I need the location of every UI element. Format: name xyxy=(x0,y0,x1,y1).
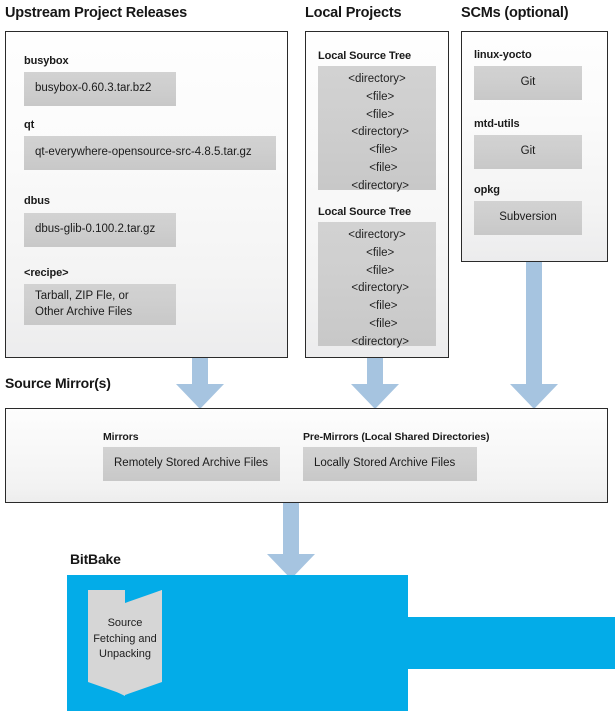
pre-mirrors-group-label: Pre-Mirrors (Local Shared Directories) xyxy=(303,431,490,443)
scm-value-opkg: Subversion xyxy=(474,201,582,235)
mirrors-group-label: Mirrors xyxy=(103,431,139,443)
tree-line: <file> xyxy=(356,300,398,313)
scm-value-mtd-utils: Git xyxy=(474,135,582,169)
tree-line: <directory> xyxy=(345,179,409,192)
source-mirrors-title: Source Mirror(s) xyxy=(5,375,111,391)
mirrors-value: Remotely Stored Archive Files xyxy=(103,447,280,481)
upstream-value-qt: qt-everywhere-opensource-src-4.8.5.tar.g… xyxy=(24,136,276,170)
tree-line: <file> xyxy=(359,246,395,259)
tree-line: <file> xyxy=(356,144,398,157)
arrow-local-projects-to-mirrors xyxy=(351,358,399,409)
pre-mirrors-value: Locally Stored Archive Files xyxy=(303,447,477,481)
tree-line: <file> xyxy=(359,90,395,103)
tree-line: <directory> xyxy=(348,73,406,85)
tree-line: <file> xyxy=(359,108,395,121)
arrow-upstream-to-mirrors xyxy=(176,358,224,409)
bitbake-task-label: Source Fetching and Unpacking xyxy=(93,617,157,661)
bitbake-title: BitBake xyxy=(70,551,121,567)
scm-value-linux-yocto: Git xyxy=(474,66,582,100)
scms-column-title: SCMs (optional) xyxy=(461,5,569,21)
upstream-value-recipe: Tarball, ZIP Fle, or Other Archive Files xyxy=(24,284,176,325)
local-source-tree-box-2: <directory> <file> <file> <directory> <f… xyxy=(318,222,436,348)
local-projects-column-title: Local Projects xyxy=(305,5,402,21)
upstream-group-label-qt: qt xyxy=(24,119,35,131)
upstream-group-label-busybox: busybox xyxy=(24,55,69,67)
tree-line: <file> xyxy=(356,318,398,331)
upstream-value-busybox: busybox-0.60.3.tar.bz2 xyxy=(24,72,176,106)
upstream-value-dbus: dbus-glib-0.100.2.tar.gz xyxy=(24,213,176,247)
local-source-tree-label-1: Local Source Tree xyxy=(318,50,412,62)
tree-line: <directory> xyxy=(348,229,406,241)
upstream-group-label-dbus: dbus xyxy=(24,195,50,207)
bitbake-task-chevron-shape xyxy=(88,590,162,695)
scm-group-label-mtd-utils: mtd-utils xyxy=(474,118,520,130)
upstream-group-label-recipe: <recipe> xyxy=(24,267,69,279)
tree-line: <file> xyxy=(356,162,398,175)
arrow-mirrors-to-bitbake xyxy=(267,503,315,579)
bitbake-block xyxy=(67,575,615,711)
upstream-column-title: Upstream Project Releases xyxy=(5,5,187,21)
tree-line: <directory> xyxy=(345,335,409,348)
scm-group-label-linux-yocto: linux-yocto xyxy=(474,49,532,61)
tree-line: <directory> xyxy=(345,282,409,295)
tree-line: <directory> xyxy=(345,126,409,139)
local-source-tree-box-1: <directory> <file> <file> <directory> <f… xyxy=(318,66,436,192)
tree-line: <file> xyxy=(359,264,395,277)
scm-group-label-opkg: opkg xyxy=(474,184,500,196)
arrow-scms-to-mirrors xyxy=(510,262,558,409)
local-source-tree-label-2: Local Source Tree xyxy=(318,206,412,218)
